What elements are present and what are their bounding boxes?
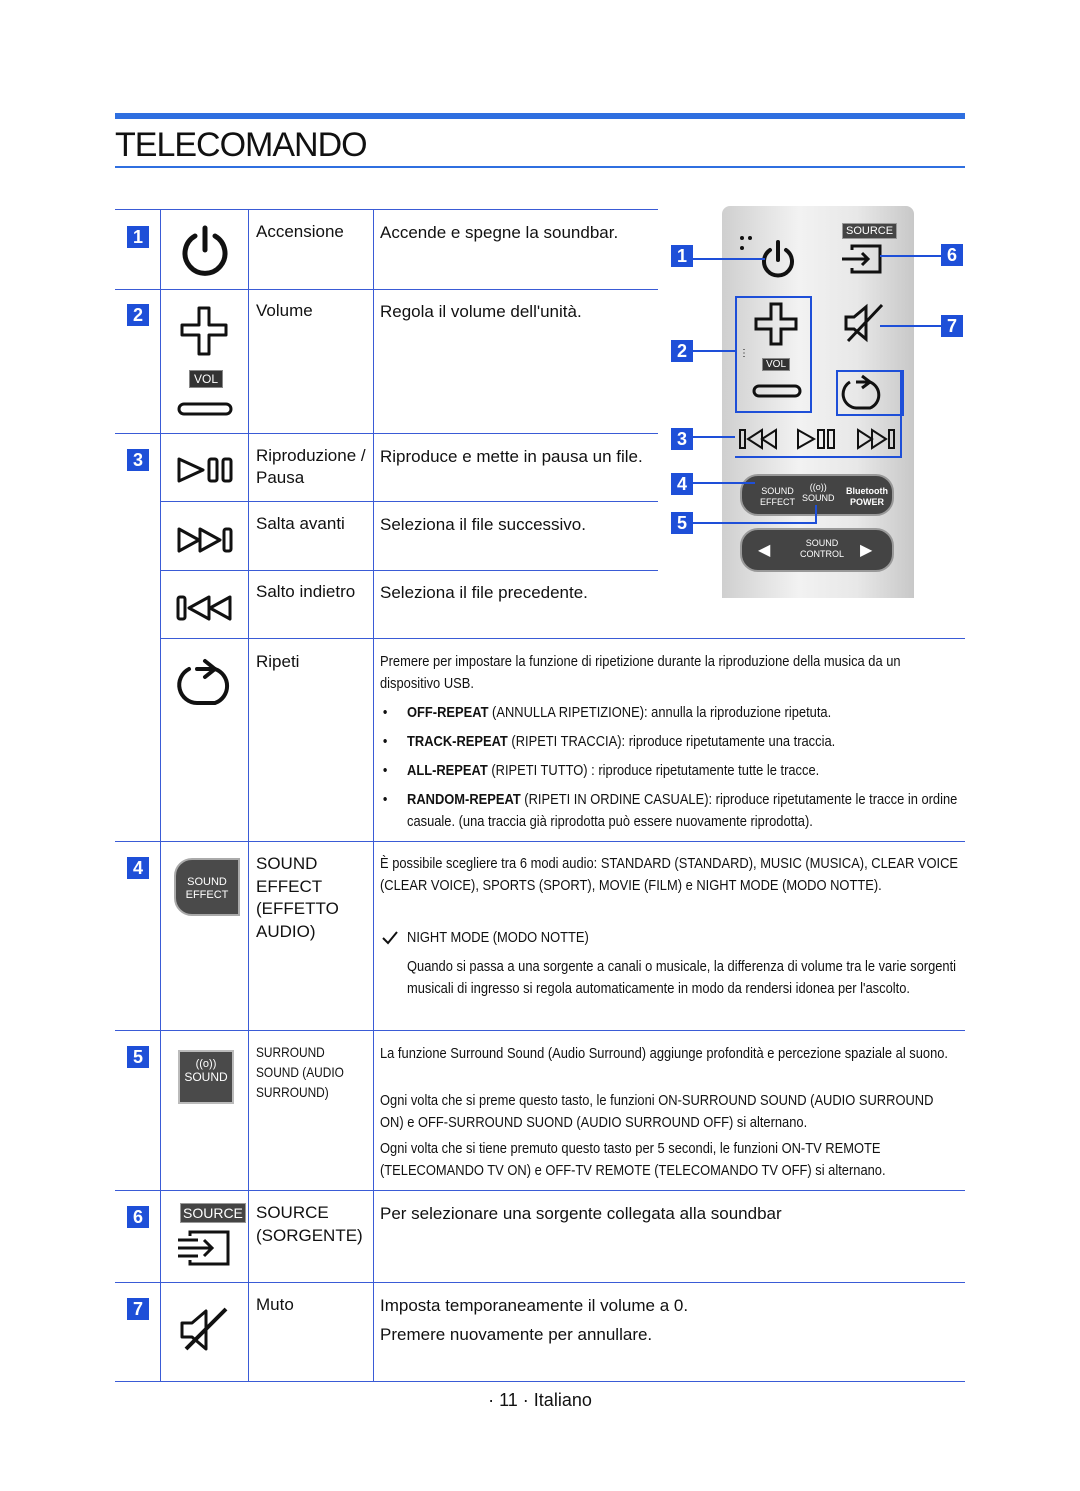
callout-number-7: 7 [941,315,963,337]
row-number-6: 6 [127,1206,149,1228]
callout-number-4: 4 [671,473,693,495]
row-desc-surround-3: Ogni volta che si tiene premuto questo t… [380,1140,886,1179]
remote-repeat-icon [841,374,881,410]
callout-number-3: 3 [671,428,693,450]
row-number-4: 4 [127,857,149,879]
skip-forward-icon [177,527,233,553]
page-footer: · 11 · Italiano [488,1390,592,1410]
night-mode-title: NIGHT MODE (MODO NOTTE) [407,929,589,946]
callout-number-1: 1 [671,245,693,267]
row-name-play-pause: Riproduzione / Pausa [256,446,366,487]
row-number-1: 1 [127,226,149,248]
row-name-source: SOURCE (SORGENTE) [256,1203,363,1245]
repeat-bullet-3: •ALL-REPEAT (RIPETI TUTTO) : riproduce r… [382,762,820,779]
row-name-power: Accensione [256,222,344,241]
volume-down-icon [177,402,233,416]
remote-volume-up-icon [754,302,798,346]
row-desc-surround-2: Ogni volta che si preme questo tasto, le… [380,1092,934,1131]
page-title: TELECOMANDO [115,126,368,164]
source-badge: SOURCE [180,1203,246,1223]
row-name-skip-back: Salto indietro [256,582,356,601]
source-icon [178,1230,230,1266]
row-name-repeat: Ripeti [256,652,300,671]
remote-transport-icons [739,428,895,450]
callout-number-2: 2 [671,340,693,362]
remote-volume-down-icon [752,384,802,398]
row-desc-play-pause: Riproduce e mette in pausa un file. [380,447,643,466]
repeat-bullet-2: •TRACK-REPEAT (RIPETI TRACCIA): riproduc… [382,733,836,750]
night-mode-desc: Quando si passa a una sorgente a canali … [407,958,957,997]
repeat-bullet-4: •RANDOM-REPEAT (RIPETI IN ORDINE CASUALE… [382,791,958,830]
callout-number-5: 5 [671,512,693,534]
row-name-surround: SURROUND SOUND (AUDIO SURROUND) [256,1044,344,1100]
callout-number-6: 6 [941,244,963,266]
row-desc-sound-effect: È possibile scegliere tra 6 modi audio: … [380,855,959,894]
row-number-7: 7 [127,1298,149,1320]
repeat-icon [177,659,230,705]
check-icon [382,931,398,945]
title-rule-bottom [115,166,965,168]
row-number-2: 2 [127,304,149,326]
row-desc-repeat: Premere per impostare la funzione di rip… [380,653,901,692]
remote-vol-badge: VOL [762,358,791,371]
remote-power-icon [740,236,794,278]
row-desc-source: Per selezionare una sorgente collegata a… [380,1204,782,1223]
row-desc-skip-back: Seleziona il file precedente. [380,583,588,602]
repeat-bullet-1: •OFF-REPEAT (ANNULLA RIPETIZIONE): annul… [382,704,832,721]
title-rule-top [115,113,965,119]
skip-back-icon [176,595,232,621]
remote-source-icon [842,244,882,274]
row-name-skip-forward: Salta avanti [256,514,345,533]
row-name-sound-effect: SOUND EFFECT (EFFETTO AUDIO) [256,854,339,941]
row-desc-mute-1: Imposta temporaneamente il volume a 0. [380,1296,689,1315]
remote-source-badge: SOURCE [842,223,898,239]
callout-box-volume [735,296,812,413]
volume-up-icon [180,306,228,356]
row-number-3: 3 [127,449,149,471]
vol-badge: VOL [189,370,224,388]
remote-mute-icon [844,303,884,343]
play-pause-icon [177,457,233,483]
row-name-volume: Volume [256,301,313,320]
mute-icon [180,1307,228,1351]
surround-sound-button-icon: ((o)) SOUND [178,1050,234,1104]
row-desc-skip-forward: Seleziona il file successivo. [380,515,586,534]
row-name-mute: Muto [256,1295,294,1314]
power-icon [182,225,228,276]
row-desc-power: Accende e spegne la soundbar. [380,223,619,242]
row-desc-surround-1: La funzione Surround Sound (Audio Surrou… [380,1045,949,1062]
row-number-5: 5 [127,1046,149,1068]
callout-box-repeat [836,370,904,416]
row-desc-volume: Regola il volume dell'unità. [380,302,582,321]
row-desc-mute-2: Premere nuovamente per annullare. [380,1325,653,1344]
